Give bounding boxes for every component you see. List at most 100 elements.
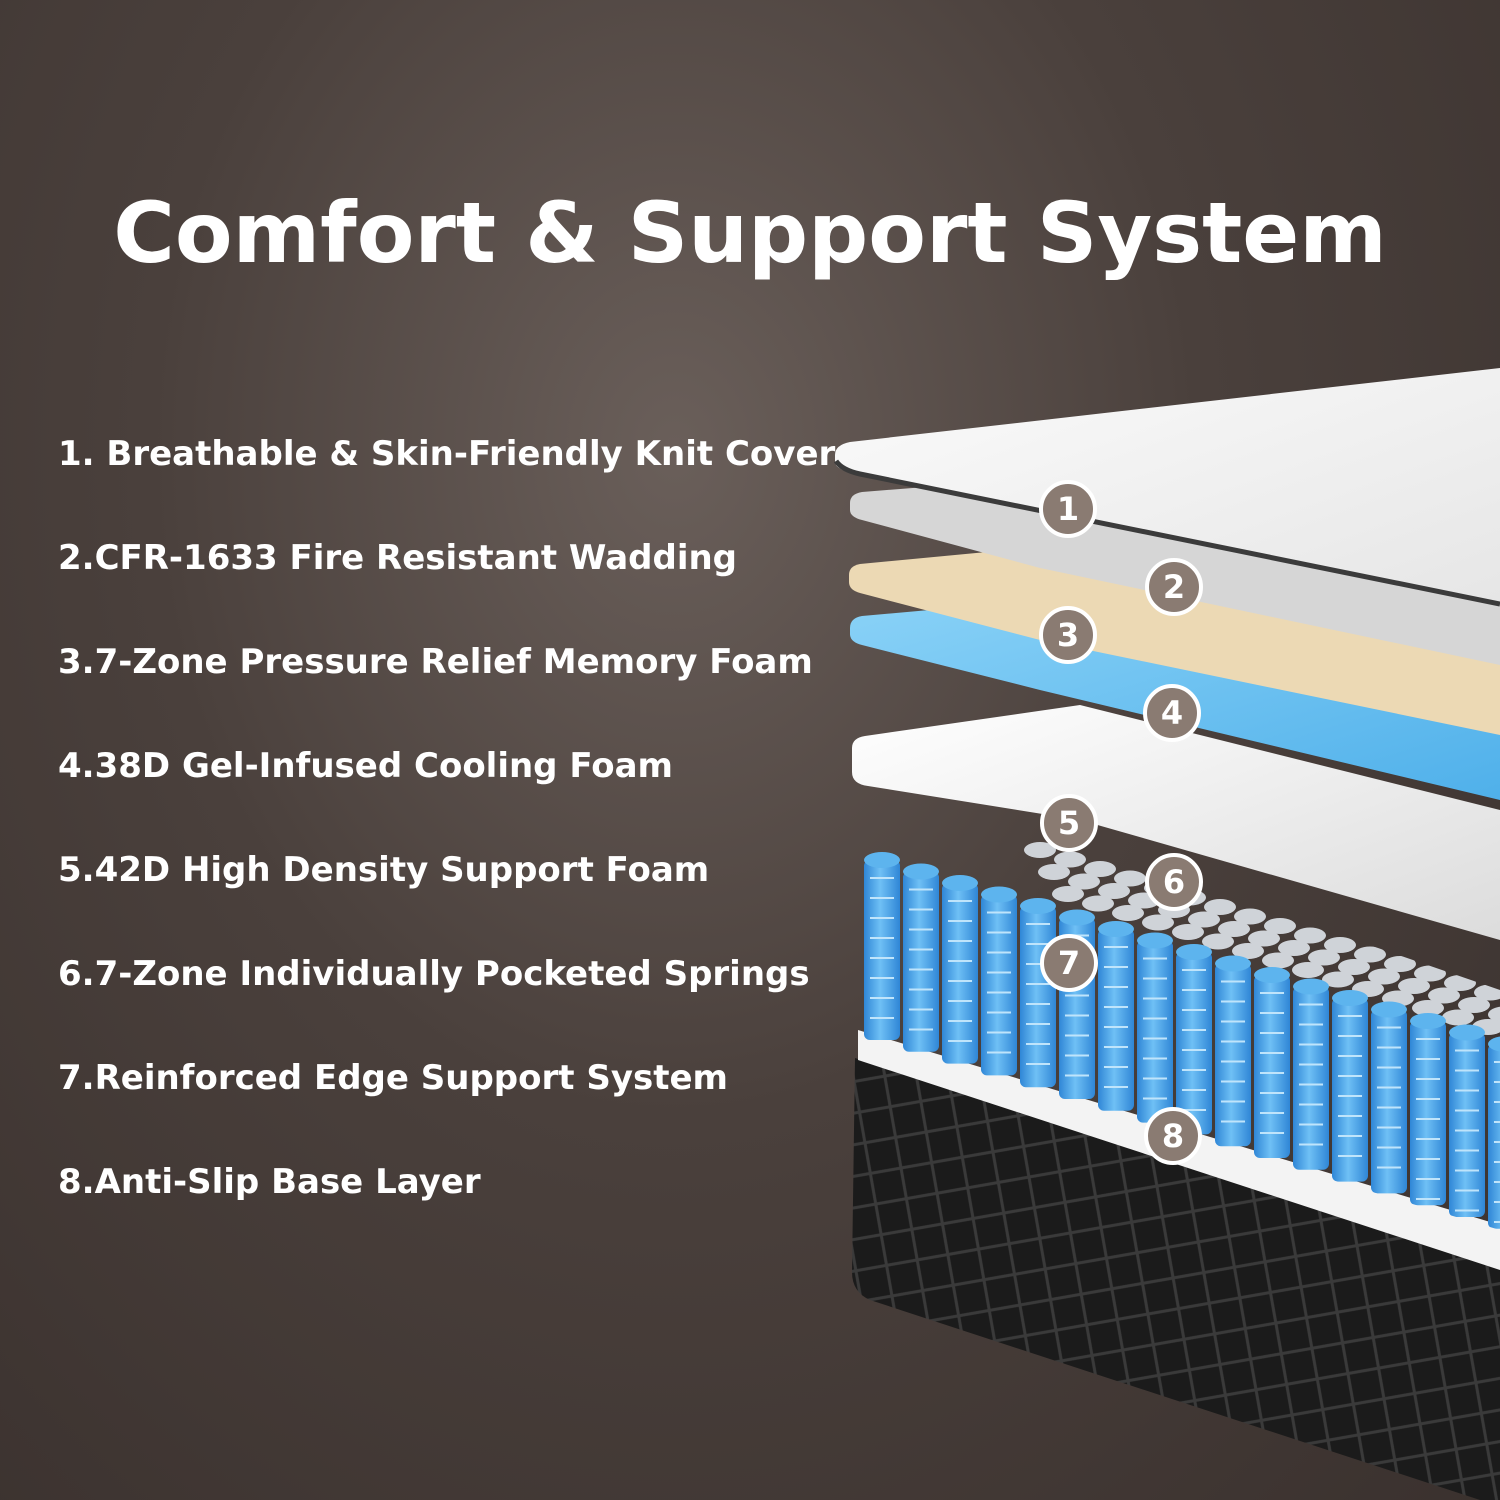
spring-top (1054, 851, 1086, 868)
spring-cap (1488, 1036, 1500, 1052)
badge-4: 4 (1143, 684, 1201, 742)
badge-8: 8 (1144, 1107, 1202, 1165)
layer-label-5: 5.42D High Density Support Foam (58, 850, 710, 890)
spring-top (1262, 952, 1294, 969)
spring-top (1264, 918, 1296, 934)
spring-cap (1215, 955, 1251, 972)
spring-cap (1371, 1001, 1407, 1018)
spring-top (1232, 943, 1264, 959)
spring-top (1338, 959, 1370, 975)
spring-top (1428, 987, 1460, 1004)
badge-1-number: 1 (1057, 490, 1079, 528)
spring-coil (1215, 963, 1251, 1147)
spring-top (1324, 937, 1356, 953)
badge-6: 6 (1145, 853, 1203, 911)
spring-coil (1254, 975, 1290, 1158)
spring-cap (1137, 932, 1173, 949)
spring-cap (1176, 944, 1212, 960)
spring-coil (1371, 1009, 1407, 1194)
spring-coil (903, 871, 939, 1052)
spring-coil (942, 883, 978, 1064)
spring-top (1234, 908, 1266, 925)
spring-top (1248, 930, 1280, 947)
layer-label-1: 1. Breathable & Skin-Friendly Knit Cover (58, 434, 836, 474)
badge-2: 2 (1145, 558, 1203, 616)
layer-label-8: 8.Anti-Slip Base Layer (58, 1162, 481, 1202)
spring-top (1218, 921, 1250, 937)
spring-top (1202, 933, 1234, 950)
spring-top (1488, 1006, 1500, 1023)
badge-5: 5 (1040, 794, 1098, 852)
spring-top (1398, 978, 1430, 994)
layer-list: 1. Breathable & Skin-Friendly Knit Cover… (58, 428, 835, 1260)
knit-cover-layer (833, 368, 1500, 607)
spring-top (1068, 873, 1100, 890)
spring-top (1458, 997, 1490, 1013)
spring-cap (1059, 909, 1095, 926)
badge-3-number: 3 (1057, 616, 1079, 654)
spring-top (1442, 1009, 1474, 1026)
spring-top (1384, 956, 1416, 972)
spring-top (1172, 924, 1204, 940)
spring-top (1024, 842, 1056, 858)
spring-cap (903, 863, 939, 880)
spring-coil (981, 894, 1017, 1076)
badge-4-number: 4 (1161, 694, 1183, 732)
support-foam-layer (852, 705, 1500, 940)
spring-top (1098, 883, 1130, 899)
badge-5-number: 5 (1058, 804, 1080, 842)
spring-coil (1137, 940, 1173, 1123)
spring-coil (1293, 986, 1329, 1170)
spring-top (1142, 914, 1174, 931)
spring-top (1414, 965, 1446, 982)
spring-cap (942, 875, 978, 891)
layer-badges: 1 2 3 4 5 6 7 8 (1039, 480, 1203, 1165)
spring-top (1412, 1000, 1444, 1016)
spring-top (1368, 968, 1400, 985)
layer-label-3: 3.7-Zone Pressure Relief Memory Foam (58, 642, 813, 682)
spring-top (1444, 975, 1476, 991)
layer-label-7: 7.Reinforced Edge Support System (58, 1058, 728, 1098)
layer-label-6: 6.7-Zone Individually Pocketed Springs (58, 954, 810, 994)
spring-cap (1293, 978, 1329, 995)
spring-top (1292, 962, 1324, 978)
spring-top (1082, 895, 1114, 912)
spring-cap (864, 852, 900, 868)
spring-top (1354, 946, 1386, 963)
spring-cap (981, 886, 1017, 903)
spring-coil (1098, 929, 1134, 1111)
spring-coil (864, 860, 900, 1040)
spring-cap (1098, 921, 1134, 937)
badge-7: 7 (1040, 934, 1098, 992)
layer-label-2: 2.CFR-1633 Fire Resistant Wadding (58, 538, 738, 578)
badge-6-number: 6 (1163, 863, 1185, 901)
spring-cap (1020, 898, 1056, 914)
spring-top (1294, 927, 1326, 944)
page-title: Comfort & Support System (113, 184, 1387, 283)
spring-top (1052, 886, 1084, 902)
spring-cap (1332, 990, 1368, 1006)
spring-top (1278, 940, 1310, 956)
spring-top (1188, 911, 1220, 928)
badge-7-number: 7 (1058, 944, 1080, 982)
badge-8-number: 8 (1162, 1117, 1184, 1155)
spring-top (1112, 905, 1144, 921)
spring-coil (1449, 1032, 1485, 1217)
badge-2-number: 2 (1163, 568, 1185, 606)
spring-top (1308, 949, 1340, 966)
spring-top (1204, 899, 1236, 915)
pocketed-springs (864, 842, 1500, 1229)
spring-coil (1020, 906, 1056, 1088)
spring-coil (1332, 998, 1368, 1182)
spring-cap (1254, 967, 1290, 983)
spring-coil (1410, 1021, 1446, 1206)
memory-foam-layer (849, 547, 1500, 735)
badge-1: 1 (1039, 480, 1097, 538)
spring-top (1038, 864, 1070, 880)
spring-cap (1449, 1024, 1485, 1041)
badge-3: 3 (1039, 606, 1097, 664)
spring-coil (1176, 952, 1212, 1135)
layer-label-4: 4.38D Gel-Infused Cooling Foam (58, 746, 673, 786)
spring-top (1084, 861, 1116, 877)
